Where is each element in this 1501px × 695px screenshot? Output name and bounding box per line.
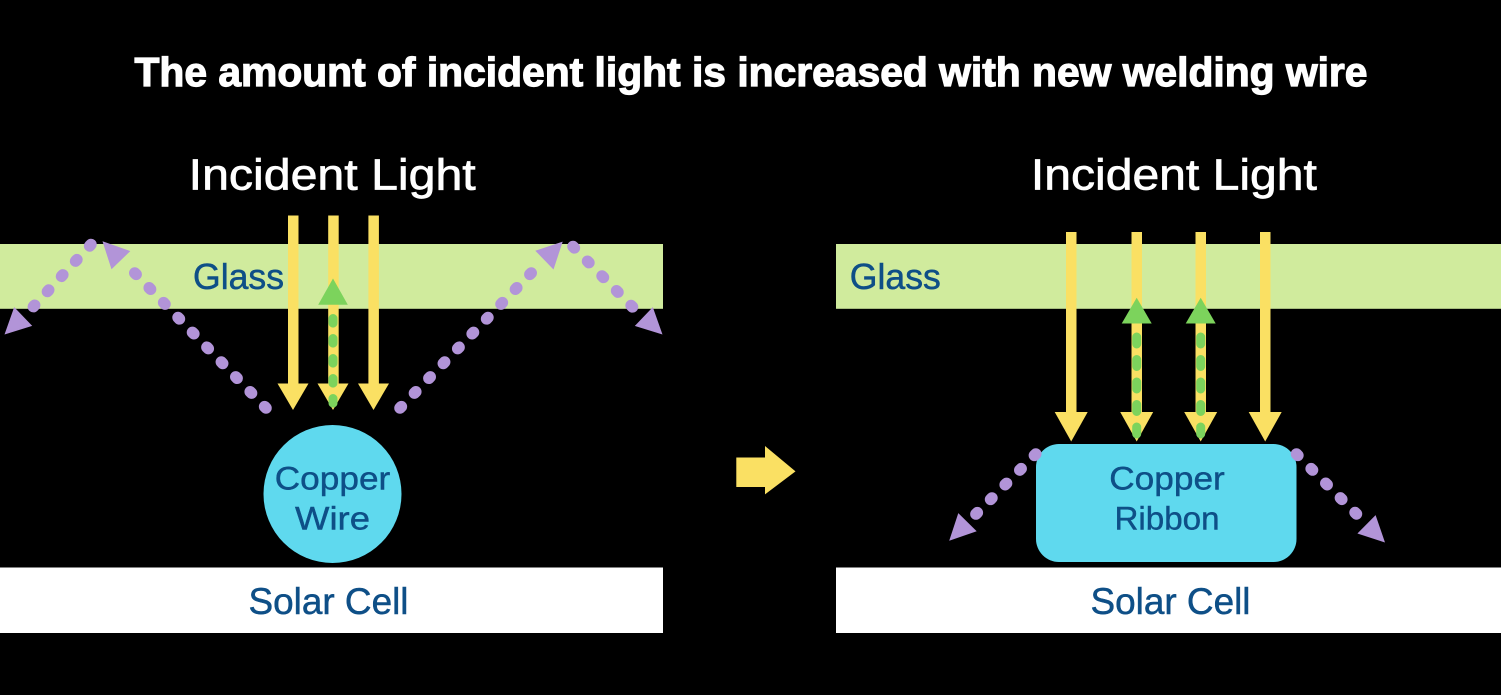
svg-text:Incident Light: Incident Light bbox=[1031, 150, 1317, 199]
svg-text:Wire: Wire bbox=[295, 501, 370, 537]
svg-text:Incident Light: Incident Light bbox=[189, 150, 476, 199]
svg-text:Copper: Copper bbox=[275, 460, 391, 496]
svg-text:Solar Cell: Solar Cell bbox=[249, 581, 409, 622]
svg-text:Solar Cell: Solar Cell bbox=[1091, 581, 1251, 622]
svg-text:Glass: Glass bbox=[850, 256, 941, 297]
svg-text:Glass: Glass bbox=[193, 256, 284, 297]
svg-text:Copper: Copper bbox=[1109, 460, 1225, 496]
svg-text:Ribbon: Ribbon bbox=[1115, 501, 1220, 537]
svg-text:The amount of incident light i: The amount of incident light is increase… bbox=[135, 49, 1368, 95]
